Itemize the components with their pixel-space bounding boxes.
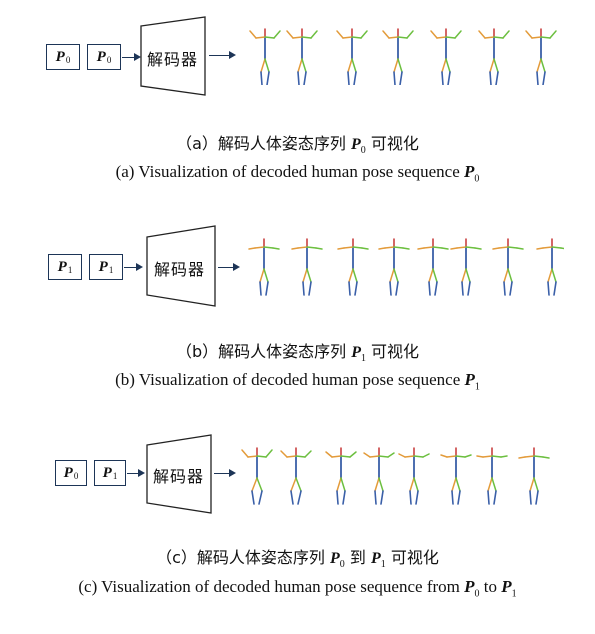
input-symbol: P xyxy=(98,258,108,275)
pose-figure xyxy=(430,28,462,85)
pose-figure xyxy=(476,447,508,505)
caption-mid: to xyxy=(479,577,502,596)
caption-symbol: P xyxy=(351,136,361,153)
pose-sequence xyxy=(248,238,564,296)
pose-figure xyxy=(363,447,395,505)
pose-figure xyxy=(378,238,410,296)
caption-prefix: (c) Visualization of decoded human pose … xyxy=(78,577,465,596)
caption-prefix: （c）解码人体姿态序列 xyxy=(156,548,331,567)
arrow-to-decoder xyxy=(127,469,145,477)
pose-figure xyxy=(337,238,369,296)
caption-symbol: P xyxy=(464,577,475,596)
caption-suffix: 可视化 xyxy=(385,548,439,567)
input-symbol: P xyxy=(55,48,65,65)
caption-suffix: 可视化 xyxy=(365,134,419,153)
pose-figure xyxy=(492,238,524,296)
pose-figure xyxy=(382,28,414,85)
input-symbol: P xyxy=(96,48,106,65)
caption-cn: （b）解码人体姿态序列 P1 可视化 xyxy=(0,338,595,364)
pose-sequence xyxy=(241,447,550,505)
decoder-trapezoid xyxy=(146,225,216,307)
pose-figure xyxy=(241,447,273,505)
input-subscript: 0 xyxy=(65,55,71,65)
arrow-to-decoder xyxy=(124,263,143,271)
input-symbol: P xyxy=(102,464,112,481)
decoder-label: 解码器 xyxy=(154,260,206,279)
caption-subscript: 0 xyxy=(339,559,345,571)
caption-subscript: 1 xyxy=(511,588,517,600)
caption-mid: 到 xyxy=(344,548,371,567)
input-subscript: 1 xyxy=(108,265,114,275)
arrow-to-output xyxy=(209,51,236,59)
caption-symbol: P xyxy=(464,162,475,181)
pose-figure xyxy=(518,447,550,505)
pose-figure xyxy=(398,447,430,505)
caption-subscript: 0 xyxy=(474,173,480,185)
arrow-to-decoder xyxy=(122,53,141,61)
pose-figure xyxy=(248,238,280,296)
pose-figure xyxy=(336,28,368,85)
decoder-trapezoid xyxy=(140,16,206,96)
input-symbol: P xyxy=(63,464,73,481)
caption-subscript: 0 xyxy=(360,145,366,157)
pose-sequence xyxy=(249,28,557,85)
pose-figure xyxy=(280,447,312,505)
caption-prefix: （a）解码人体姿态序列 xyxy=(176,134,352,153)
caption-en: (b) Visualization of decoded human pose … xyxy=(0,370,595,392)
input-subscript: 0 xyxy=(73,471,79,481)
pose-figure xyxy=(536,238,564,296)
caption-prefix: (b) Visualization of decoded human pose … xyxy=(115,370,465,389)
caption-subscript: 0 xyxy=(474,588,480,600)
pose-figure xyxy=(325,447,357,505)
caption-cn: （a）解码人体姿态序列 P0 可视化 xyxy=(0,130,595,156)
decoder-trapezoid xyxy=(146,434,212,514)
caption-subscript: 1 xyxy=(380,559,386,571)
pose-figure xyxy=(291,238,323,296)
caption-symbol: P xyxy=(330,550,340,567)
input-subscript: 0 xyxy=(106,55,112,65)
decoder-label: 解码器 xyxy=(153,467,205,486)
arrow-to-output xyxy=(218,263,240,271)
caption-symbol: P xyxy=(370,550,381,567)
caption-subscript: 1 xyxy=(360,353,366,365)
pose-figure xyxy=(440,447,472,505)
caption-suffix: 可视化 xyxy=(365,342,420,361)
pose-figure xyxy=(478,28,510,85)
input-subscript: 1 xyxy=(112,471,118,481)
caption-symbol: P xyxy=(501,577,512,596)
arrow-to-output xyxy=(214,469,236,477)
caption-prefix: （b）解码人体姿态序列 xyxy=(175,342,352,361)
pose-figure xyxy=(450,238,482,296)
caption-symbol: P xyxy=(464,370,475,389)
input-symbol: P xyxy=(57,258,67,275)
input-subscript: 1 xyxy=(67,265,73,275)
caption-symbol: P xyxy=(351,344,361,361)
decoder-label: 解码器 xyxy=(147,50,199,69)
pose-figure xyxy=(525,28,557,85)
caption-cn: （c）解码人体姿态序列 P0 到 P1 可视化 xyxy=(0,544,595,570)
caption-subscript: 1 xyxy=(474,381,480,393)
pose-figure xyxy=(286,28,318,85)
caption-en: (c) Visualization of decoded human pose … xyxy=(0,577,595,599)
caption-en: (a) Visualization of decoded human pose … xyxy=(0,162,595,184)
pose-figure xyxy=(417,238,449,296)
pose-figure xyxy=(249,28,281,85)
caption-prefix: (a) Visualization of decoded human pose … xyxy=(115,162,465,181)
